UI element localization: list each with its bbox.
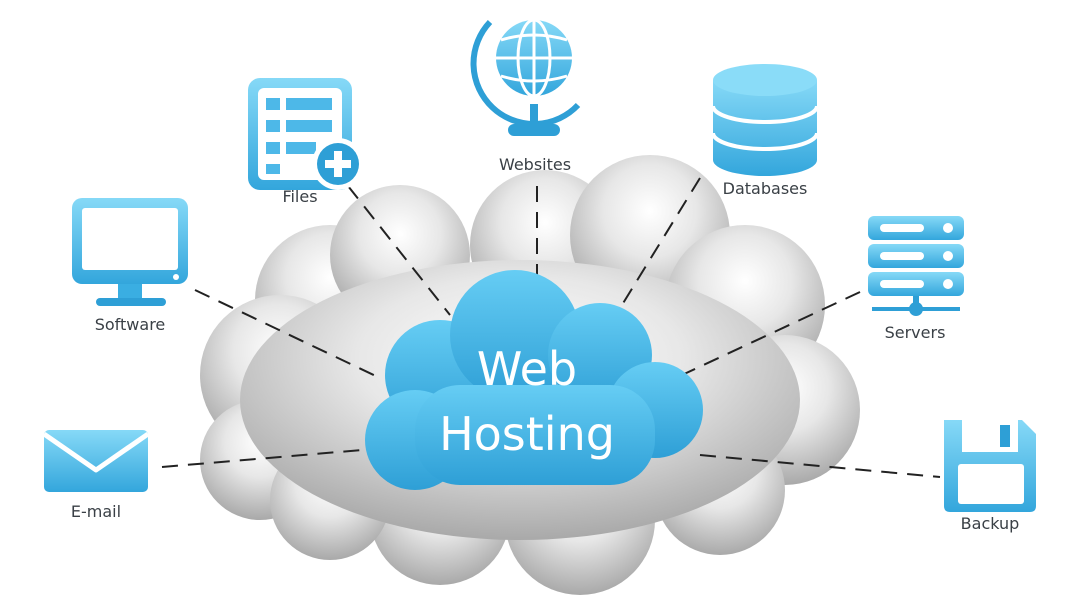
connector-email [161, 449, 363, 468]
node-servers: Servers [868, 216, 964, 342]
connector-software [194, 289, 381, 379]
node-backup: Backup [944, 420, 1036, 533]
node-email: E-mail [42, 430, 150, 521]
label-backup: Backup [961, 514, 1020, 533]
floppy-disk-icon [944, 420, 1036, 512]
label-websites: Websites [499, 155, 571, 174]
globe-icon [470, 18, 581, 136]
label-files: Files [282, 187, 317, 206]
envelope-icon [42, 430, 150, 492]
web-hosting-cloud: Web Hosting [365, 270, 703, 490]
center-title-line2: Hosting [439, 407, 615, 461]
node-databases: Databases [711, 64, 819, 198]
center-title-line1: Web [477, 342, 577, 396]
label-email: E-mail [71, 502, 121, 521]
server-icon [868, 216, 964, 316]
database-icon [711, 64, 819, 176]
monitor-icon [72, 198, 188, 306]
connector-lines [161, 177, 941, 478]
connector-files [347, 185, 451, 316]
node-software: Software [72, 198, 188, 334]
node-websites: Websites [470, 18, 581, 174]
label-software: Software [95, 315, 166, 334]
node-files: Files [248, 78, 364, 206]
connector-servers [681, 291, 861, 376]
file-add-icon [248, 78, 364, 190]
label-databases: Databases [723, 179, 808, 198]
label-servers: Servers [885, 323, 946, 342]
connector-backup [699, 454, 941, 478]
